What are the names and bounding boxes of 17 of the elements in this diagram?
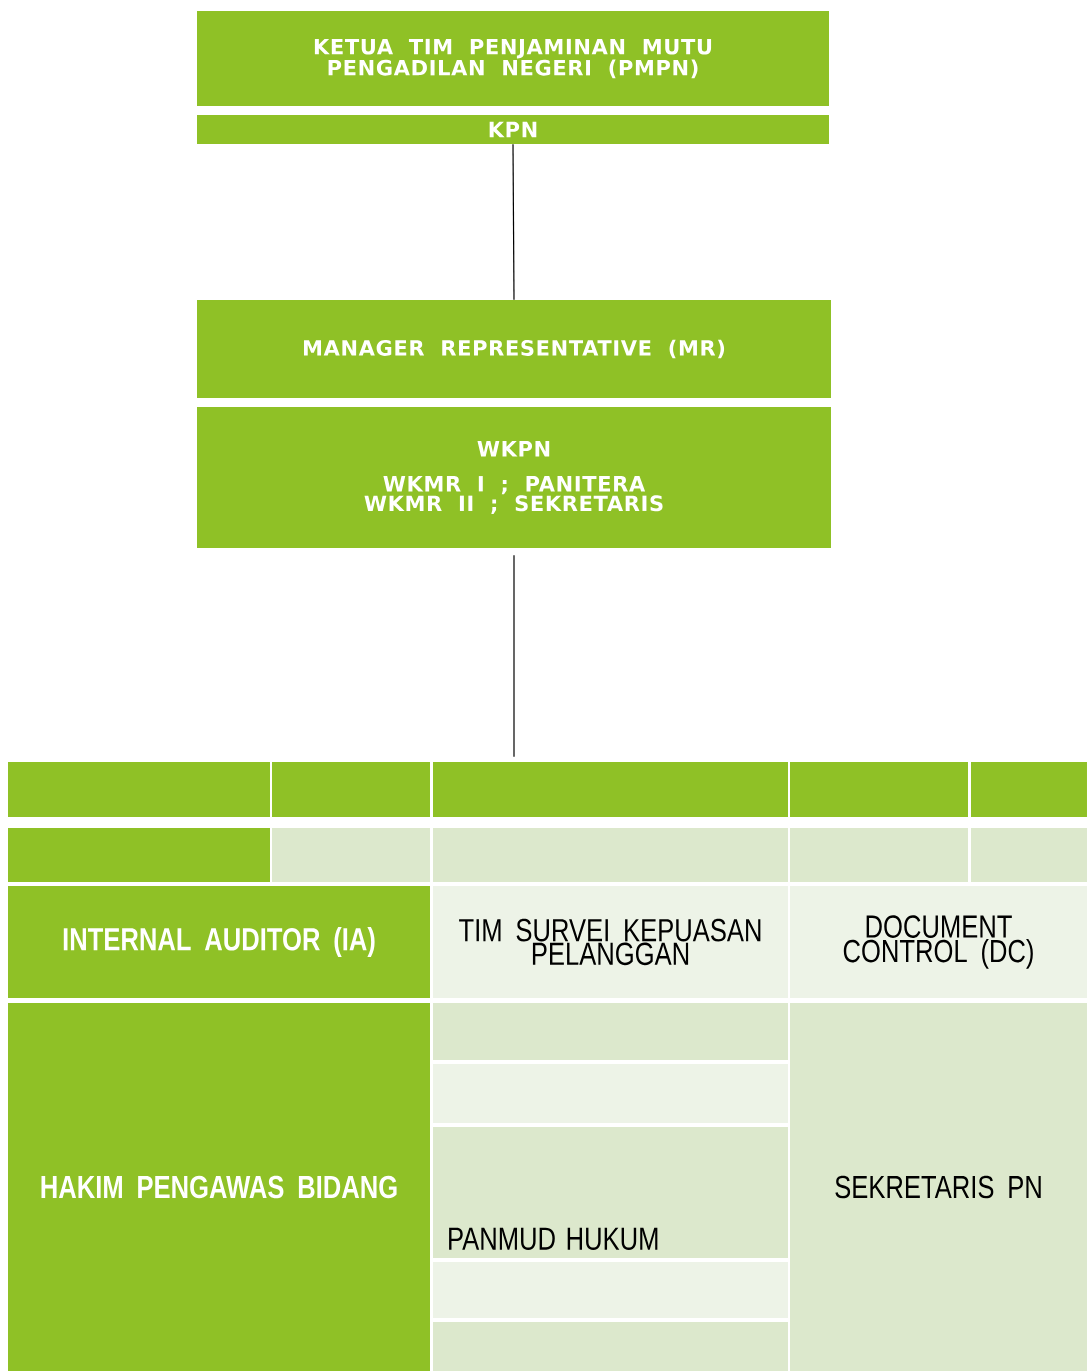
title-box: KETUA TIM PENJAMINAN MUTU PENGADILAN NEGERI (PMPN)	[197, 11, 829, 106]
table-cell: SEKRETARIS PN	[790, 1003, 1087, 1371]
connector-line	[512, 143, 515, 301]
node-label: DOCUMENT CONTROL (DC)	[843, 915, 1033, 969]
table-cell	[433, 762, 788, 817]
table-cell: TIM SURVEI KEPUASAN PELANGGAN	[433, 886, 788, 998]
table-cell: HAKIM PENGAWAS BIDANG	[8, 1003, 430, 1371]
table-cell: PANMUD HUKUM	[433, 1127, 788, 1258]
node-label: PANMUD HUKUM	[449, 1227, 658, 1251]
node-label: SEKRETARIS PN	[835, 1175, 1041, 1199]
title-box: KPN	[197, 115, 829, 144]
connector-line	[513, 554, 515, 758]
table-cell: DOCUMENT CONTROL (DC)	[790, 886, 1087, 998]
node-label: TIM SURVEI KEPUASAN PELANGGAN	[459, 918, 761, 966]
title-box: WKPN WKMR I ; PANITERA WKMR II ; SEKRETARIS	[197, 407, 831, 548]
table-cell: INTERNAL AUDITOR (IA)	[8, 886, 430, 998]
title-box: MANAGER REPRESENTATIVE (MR)	[197, 300, 831, 398]
